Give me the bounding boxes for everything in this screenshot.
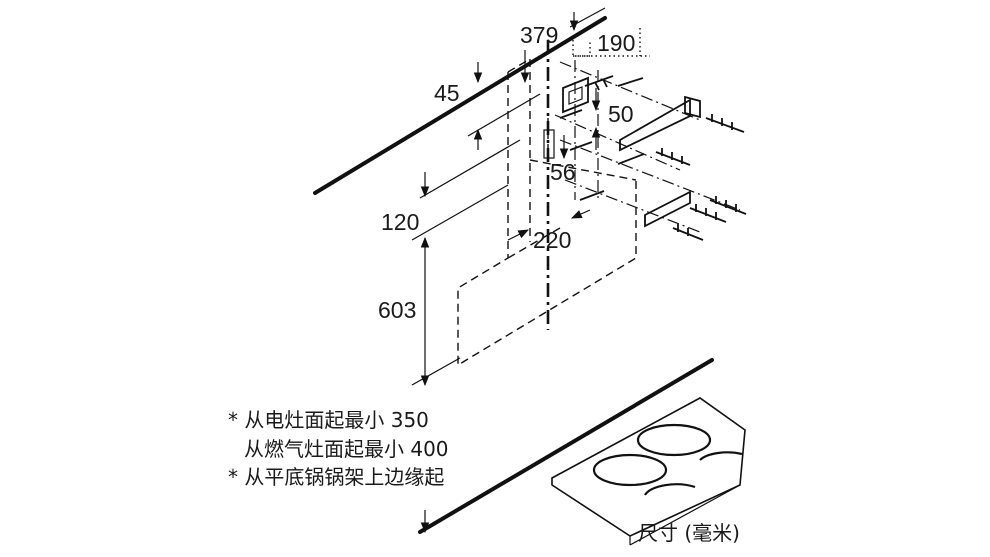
dimension-45: 45 [434,80,460,106]
mounting-plate-icon [562,76,589,114]
screw-dowel-icons [559,75,747,241]
note-pan-support: * 从平底锅锅架上边缘起 [228,465,444,489]
upper-wall-bracket-icon [619,95,701,152]
note-gas-min: 从燃气灶面起最小 400 [244,437,449,461]
dimension-379: 379 [520,22,558,48]
cooktop-icon [551,397,746,546]
dimension-220: 220 [533,227,571,253]
lower-wall-bracket-icon [644,190,691,228]
hood-outline [457,58,637,367]
dimension-56: 56 [550,159,576,185]
dimension-lines [411,7,606,534]
drill-reference-lines [554,60,741,233]
dimension-120: 120 [381,209,419,235]
units-label: 尺寸 (毫米) [638,521,740,545]
note-electric-min: * 从电灶面起最小 350 [228,408,429,432]
dimension-190: 190 [597,30,635,56]
dimension-603: 603 [378,297,416,323]
bracket-slot [543,129,555,159]
dimension-50: 50 [608,101,634,127]
reference-dotted-frame [572,28,650,57]
wall-ceiling-edge [313,16,607,195]
worktop-edge [418,358,714,534]
